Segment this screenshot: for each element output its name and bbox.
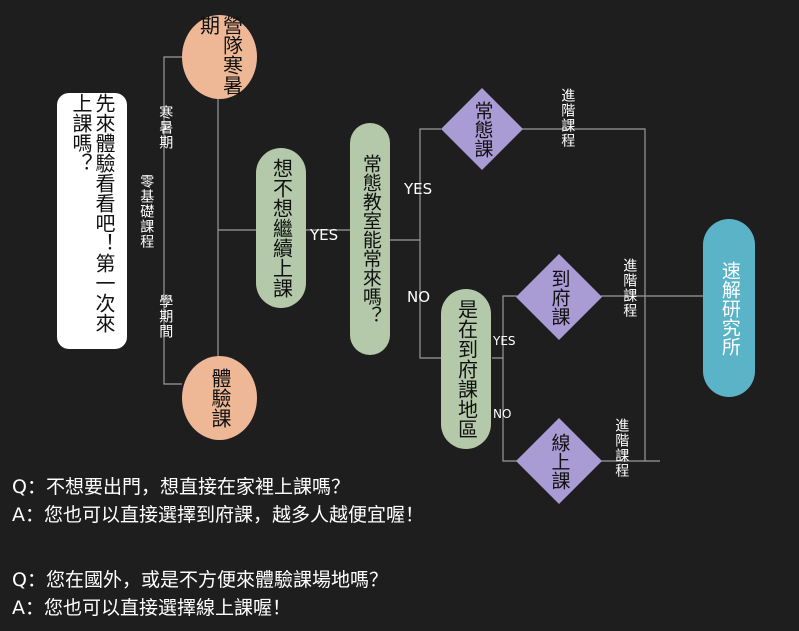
regular-course-label: 常態課 xyxy=(471,100,494,158)
trial-course-node: 體驗課 xyxy=(182,356,257,440)
label-advanced-2: 進階課程 xyxy=(621,258,638,318)
label-zero-basis: 零基礎課程 xyxy=(138,174,155,249)
label-no-home: NO xyxy=(493,407,512,421)
home-area-question-node: 是在到府課地區 xyxy=(441,289,491,449)
label-no-regular: NO xyxy=(407,288,431,306)
research-institute-node: 速解研究所 xyxy=(703,219,755,397)
qa-answer-1: A：您也可以直接選擇到府課，越多人越便宜喔！ xyxy=(12,504,424,526)
label-advanced-3: 進階課程 xyxy=(613,418,630,478)
online-course-node: 線上課 xyxy=(516,418,602,504)
camp-node: 營隊寒暑期 xyxy=(182,15,257,99)
qa-question-2: Q：您在國外，或是不方便來體驗課場地嗎？ xyxy=(12,569,388,591)
start-node: 先來體驗看看吧！第一次來上課嗎？ xyxy=(57,93,127,349)
regular-course-node: 常態課 xyxy=(441,88,523,170)
label-yes-home: YES xyxy=(493,334,516,348)
home-course-label: 到府課 xyxy=(548,268,571,326)
regular-classroom-question-node: 常態教室能常來嗎？ xyxy=(350,123,390,355)
label-advanced-1: 進階課程 xyxy=(559,88,576,148)
continue-question-node: 想不想繼續上課 xyxy=(256,148,306,308)
qa-question-1: Q：不想要出門，想直接在家裡上課嗎？ xyxy=(12,476,350,498)
qa-answer-2: A：您也可以直接選擇線上課喔！ xyxy=(12,597,291,619)
label-semester: 學期間 xyxy=(157,294,174,339)
home-course-node: 到府課 xyxy=(516,254,602,340)
label-yes-regular: YES xyxy=(404,180,433,198)
label-summer: 寒暑期 xyxy=(157,105,174,150)
online-course-label: 線上課 xyxy=(548,432,571,490)
label-yes-continue: YES xyxy=(310,226,339,244)
